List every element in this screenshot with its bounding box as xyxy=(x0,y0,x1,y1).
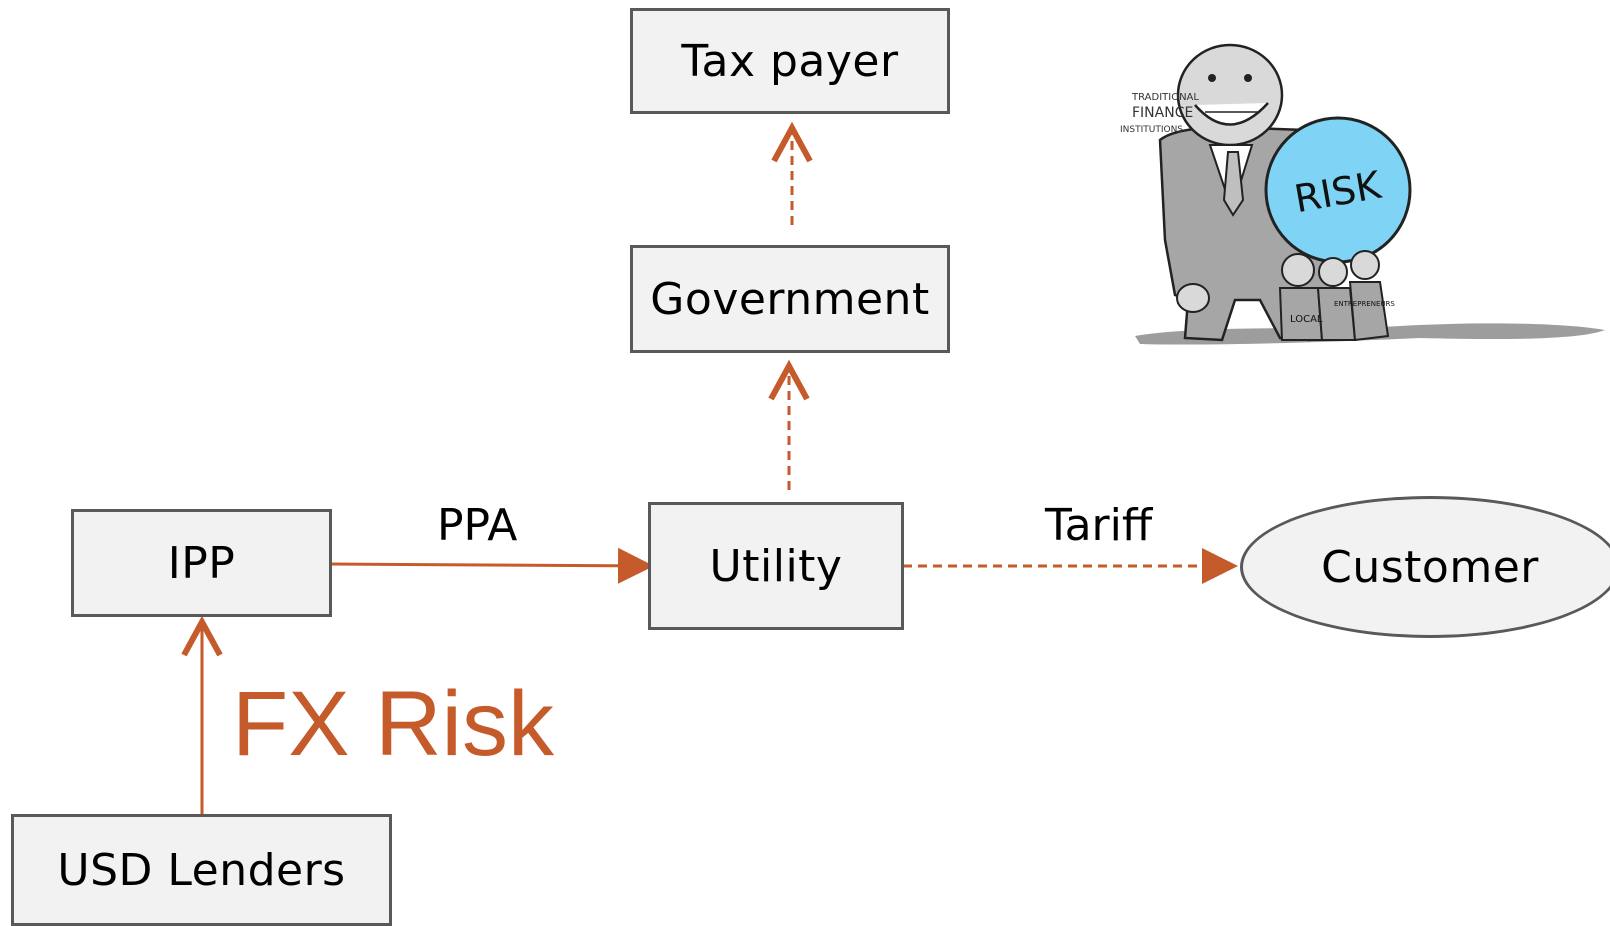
node-utility-label: Utility xyxy=(709,540,843,592)
node-tax-payer-label: Tax payer xyxy=(681,35,899,87)
node-usd-lenders-label: USD Lenders xyxy=(57,844,346,896)
local-entrepreneurs-figures: LOCAL ENTREPRENEURS xyxy=(1278,250,1395,342)
fx-risk-annotation: FX Risk xyxy=(232,673,554,775)
node-ipp: IPP xyxy=(71,509,332,617)
edge-label-tariff: Tariff xyxy=(1045,500,1153,551)
node-government: Government xyxy=(630,245,950,353)
node-tax-payer: Tax payer xyxy=(630,8,950,114)
entrepreneurs-text: ENTREPRENEURS xyxy=(1334,300,1395,308)
node-usd-lenders: USD Lenders xyxy=(11,814,392,926)
node-government-label: Government xyxy=(650,273,930,325)
institutions-text: INSTITUTIONS xyxy=(1120,125,1183,135)
node-customer-label: Customer xyxy=(1321,541,1539,593)
local-text: LOCAL xyxy=(1290,314,1323,325)
node-utility: Utility xyxy=(648,502,904,630)
traditional-text: TRADITIONAL xyxy=(1131,92,1199,103)
node-customer: Customer xyxy=(1240,496,1610,638)
finance-text: FINANCE xyxy=(1132,105,1193,121)
node-ipp-label: IPP xyxy=(167,537,236,589)
edge-label-ppa: PPA xyxy=(437,500,518,551)
arrow-ipp-to-utility xyxy=(329,547,654,584)
